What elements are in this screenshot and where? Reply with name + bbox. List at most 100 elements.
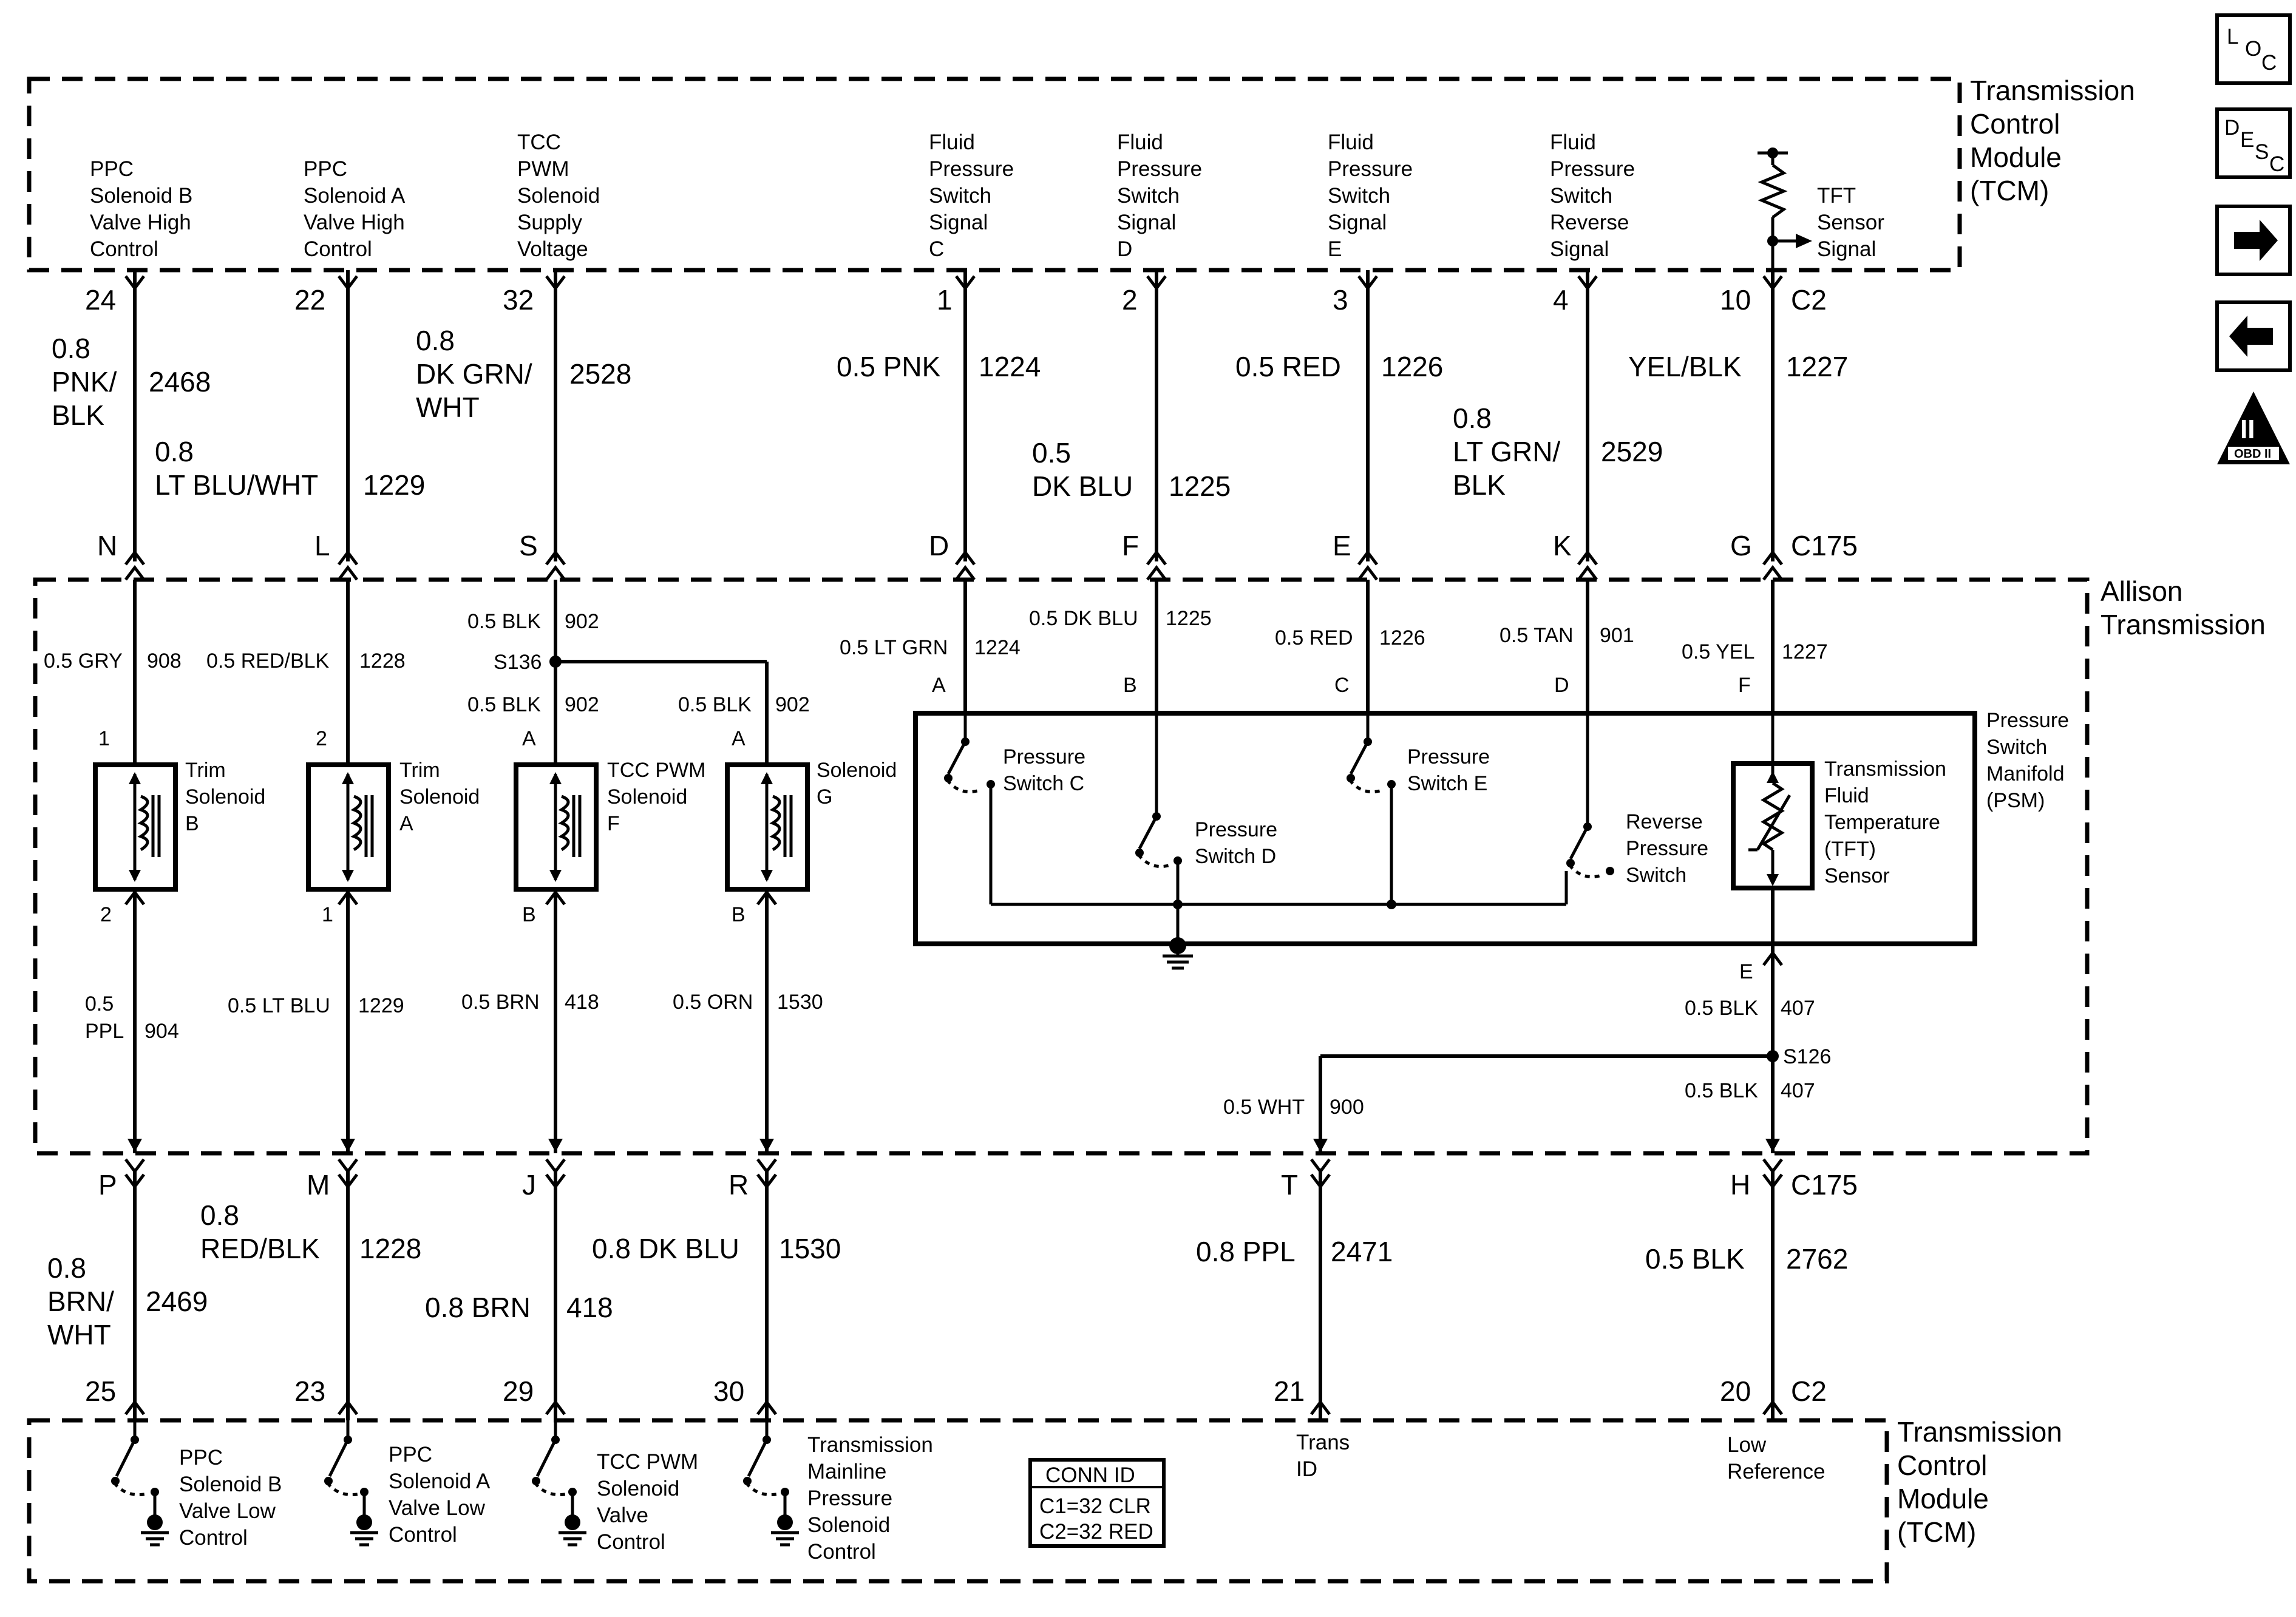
svg-text:E: E: [1333, 530, 1351, 561]
svg-text:G: G: [817, 785, 832, 808]
svg-text:(TCM): (TCM): [1897, 1516, 1976, 1548]
allison-transmission-label: Allison Transmission: [2101, 575, 2266, 640]
svg-text:C2: C2: [1791, 284, 1827, 316]
svg-text:Control: Control: [807, 1540, 876, 1564]
bottom-wire-labels: 0.8 BRN/ WHT 2469 0.8 RED/BLK 1228 0.8 B…: [47, 1199, 1848, 1351]
svg-text:G: G: [1730, 530, 1752, 561]
svg-text:0.5 ORN: 0.5 ORN: [673, 991, 753, 1014]
svg-text:F: F: [607, 812, 620, 835]
svg-text:Supply: Supply: [517, 211, 583, 234]
svg-text:DK GRN/: DK GRN/: [416, 358, 532, 390]
svg-text:B: B: [1123, 674, 1137, 697]
svg-text:1228: 1228: [359, 1233, 421, 1264]
svg-text:418: 418: [565, 991, 599, 1014]
svg-text:0.8: 0.8: [52, 333, 90, 364]
svg-text:O: O: [2245, 37, 2261, 61]
svg-text:Signal: Signal: [1117, 211, 1176, 234]
svg-text:A: A: [932, 674, 946, 697]
svg-text:2468: 2468: [149, 366, 211, 398]
svg-text:E: E: [1328, 237, 1342, 261]
svg-text:LT BLU/WHT: LT BLU/WHT: [155, 469, 318, 501]
svg-text:25: 25: [85, 1375, 116, 1407]
svg-text:PNK/: PNK/: [52, 366, 117, 398]
desc-ppc-a-high: PPC Solenoid A Valve High Control: [304, 157, 406, 261]
svg-text:D: D: [1554, 674, 1569, 697]
driver-mainline: [743, 1420, 799, 1547]
svg-text:OBD II: OBD II: [2234, 447, 2271, 461]
svg-text:T: T: [1281, 1169, 1298, 1201]
solenoid-g: Solenoid G: [725, 759, 897, 892]
svg-text:0.8 BRN: 0.8 BRN: [425, 1292, 531, 1323]
svg-text:1228: 1228: [359, 649, 406, 673]
desc-ppc-b-high: PPC Solenoid B Valve High Control: [90, 157, 192, 261]
desc-tcc-supply: TCC PWM Solenoid Supply Voltage: [517, 131, 600, 261]
svg-text:Solenoid: Solenoid: [807, 1513, 890, 1537]
svg-text:0.5 PNK: 0.5 PNK: [837, 351, 941, 382]
svg-text:(TFT): (TFT): [1824, 838, 1876, 861]
tcm-top-pin-numbers: 24 22 32 1 2 3 4 10 C2: [85, 284, 1827, 316]
svg-text:Trim: Trim: [185, 759, 226, 782]
svg-text:Solenoid B: Solenoid B: [179, 1473, 282, 1496]
svg-text:Control: Control: [1897, 1449, 1987, 1481]
svg-text:R: R: [729, 1169, 749, 1201]
svg-text:902: 902: [565, 610, 599, 633]
svg-text:Pressure: Pressure: [1328, 157, 1413, 181]
desc-button[interactable]: D E S C: [2215, 107, 2292, 179]
svg-text:E: E: [2240, 128, 2254, 152]
svg-text:J: J: [522, 1169, 536, 1201]
svg-text:TFT: TFT: [1817, 184, 1856, 208]
svg-text:Fluid: Fluid: [929, 131, 975, 154]
desc-switch-d: Fluid Pressure Switch Signal D: [1117, 131, 1202, 261]
svg-text:908: 908: [147, 649, 182, 673]
svg-text:Switch: Switch: [1626, 864, 1686, 887]
svg-text:C: C: [1334, 674, 1350, 697]
svg-text:Switch: Switch: [1117, 184, 1180, 208]
svg-text:2: 2: [100, 903, 112, 926]
svg-text:Control: Control: [1970, 108, 2060, 140]
svg-text:0.8: 0.8: [1453, 402, 1492, 434]
svg-text:0.5 BLK: 0.5 BLK: [1685, 997, 1758, 1020]
svg-text:Trim: Trim: [399, 759, 440, 782]
svg-text:Transmission: Transmission: [2101, 609, 2266, 640]
svg-text:1229: 1229: [358, 994, 404, 1017]
svg-text:1225: 1225: [1169, 470, 1231, 502]
svg-text:C: C: [929, 237, 944, 261]
tcm-top-label: Transmission Control Module (TCM): [1970, 75, 2135, 206]
svg-text:902: 902: [775, 693, 810, 716]
svg-text:Valve: Valve: [597, 1503, 648, 1527]
svg-text:900: 900: [1330, 1096, 1364, 1119]
svg-text:0.5 RED: 0.5 RED: [1275, 626, 1353, 649]
svg-text:0.5 DK BLU: 0.5 DK BLU: [1029, 607, 1138, 630]
svg-text:Reverse: Reverse: [1550, 211, 1629, 234]
c175-bottom-connector-marks: [124, 1158, 1783, 1190]
svg-text:1: 1: [98, 727, 110, 750]
trim-solenoid-a: Trim Solenoid A: [306, 759, 480, 892]
svg-text:4: 4: [1553, 284, 1569, 316]
svg-text:Solenoid: Solenoid: [607, 785, 687, 808]
obd-ii-icon[interactable]: II OBD II: [2217, 392, 2290, 464]
svg-text:Pressure: Pressure: [807, 1486, 892, 1510]
svg-text:S126: S126: [1783, 1045, 1831, 1068]
svg-text:1530: 1530: [779, 1233, 841, 1264]
svg-text:22: 22: [294, 284, 325, 316]
desc-switch-reverse: Fluid Pressure Switch Reverse Signal: [1550, 131, 1635, 261]
loc-button[interactable]: L O C: [2215, 13, 2292, 85]
svg-text:30: 30: [713, 1375, 744, 1407]
svg-text:2469: 2469: [146, 1286, 208, 1317]
internal-top-labels: 0.5 GRY 908 1 0.5 RED/BLK 1228 2 0.5 BLK…: [44, 607, 1828, 750]
back-arrow-icon[interactable]: [2215, 300, 2292, 372]
svg-text:D: D: [2224, 116, 2240, 140]
svg-text:0.5 BLK: 0.5 BLK: [1645, 1243, 1745, 1275]
svg-text:1227: 1227: [1786, 351, 1848, 382]
svg-text:32: 32: [503, 284, 534, 316]
svg-text:(TCM): (TCM): [1970, 175, 2049, 206]
svg-text:Pressure: Pressure: [1117, 157, 1202, 181]
forward-arrow-icon[interactable]: [2215, 205, 2292, 276]
svg-text:0.5 RED/BLK: 0.5 RED/BLK: [206, 649, 330, 673]
driver-tcc: [532, 1420, 586, 1547]
svg-text:N: N: [97, 530, 117, 561]
svg-text:2762: 2762: [1786, 1243, 1848, 1275]
psm-switch-labels: Pressure Switch C Pressure Switch D Pres…: [1003, 745, 1708, 887]
tcc-pwm-solenoid-f: TCC PWM Solenoid F: [514, 759, 705, 892]
svg-text:Valve Low: Valve Low: [389, 1496, 486, 1520]
